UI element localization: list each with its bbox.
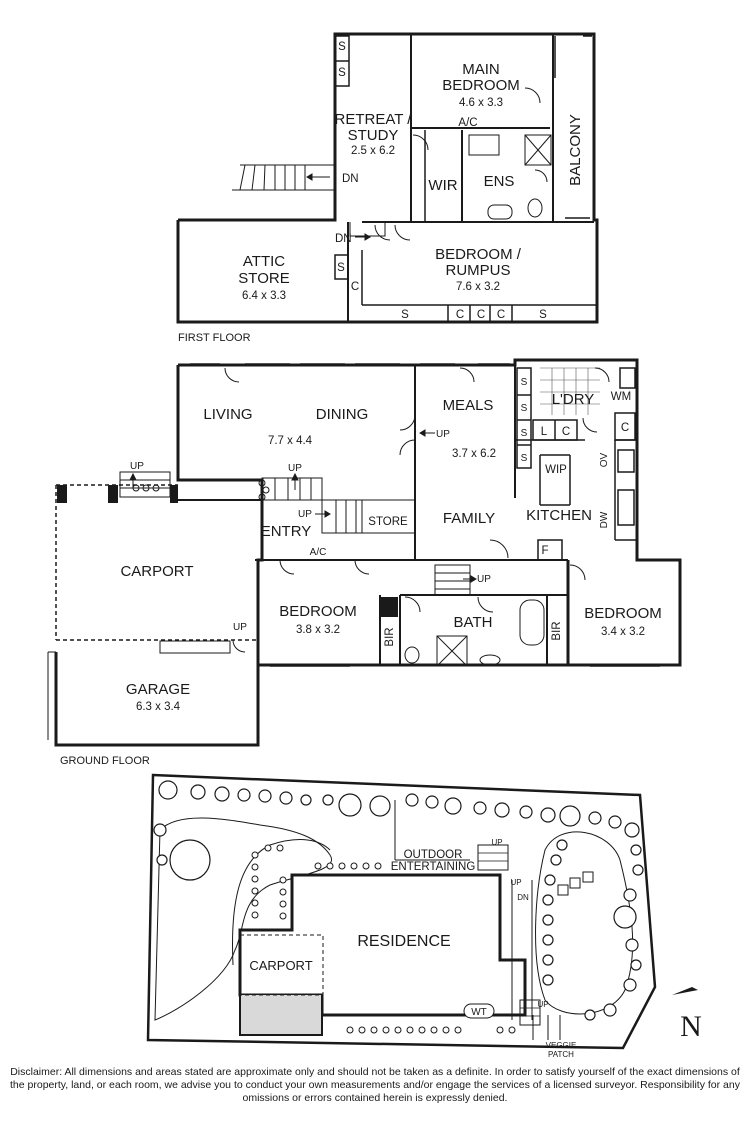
disclaimer-text: Disclaimer: All dimensions and areas sta… xyxy=(10,1066,740,1104)
site-up-1: UP xyxy=(491,838,502,847)
garage-name: GARAGE xyxy=(126,681,190,698)
outdoor-name-2: ENTERTAINING xyxy=(391,861,476,873)
laundry-cupboard-c1: C xyxy=(562,426,570,438)
veggie-patch-1: VEGGIE xyxy=(546,1041,577,1050)
oven-label: OV xyxy=(599,452,610,467)
first-floor-label: FIRST FLOOR xyxy=(178,332,251,344)
ground-floor-label: GROUND FLOOR xyxy=(60,755,150,767)
ground-floor-ac-label: A/C xyxy=(310,547,327,558)
rumpus-name-2: RUMPUS xyxy=(445,262,510,279)
wardrobe-c3: C xyxy=(497,309,505,321)
laundry-cupboard-l: L xyxy=(541,426,548,438)
first-floor xyxy=(176,32,599,324)
fridge-label: F xyxy=(541,545,548,557)
store-name: STORE xyxy=(368,516,408,528)
retreat-dims: 2.5 x 6.2 xyxy=(351,145,395,157)
meals-up-label: UP xyxy=(436,429,450,440)
family-name: FAMILY xyxy=(443,510,495,527)
attic-cupboard-s: S xyxy=(337,262,345,274)
site-plan xyxy=(146,773,698,1050)
wm-label: WM xyxy=(611,391,631,403)
bath-name: BATH xyxy=(454,614,493,631)
pantry-s4: S xyxy=(521,453,528,464)
attic-cupboard-c: C xyxy=(351,281,359,293)
meals-dims: 3.7 x 6.2 xyxy=(452,448,496,460)
laundry-cupboard-c2: C xyxy=(621,422,629,434)
north-label: N xyxy=(680,1010,702,1043)
main-bedroom-name-2: BEDROOM xyxy=(442,77,520,94)
bedroom-right-name: BEDROOM xyxy=(584,605,662,622)
main-bedroom-name-1: MAIN xyxy=(462,61,500,78)
wardrobe-s2: S xyxy=(539,309,547,321)
main-bedroom-dims: 4.6 x 3.3 xyxy=(459,97,503,109)
residence-name: RESIDENCE xyxy=(357,933,450,950)
wir-name: WIR xyxy=(428,177,457,194)
retreat-name-2: STUDY xyxy=(348,127,399,144)
first-floor-dn-2: DN xyxy=(335,233,352,245)
first-floor-dn-1: DN xyxy=(342,173,359,185)
site-up-3: UP xyxy=(537,1000,548,1009)
dining-dims: 7.7 x 4.4 xyxy=(268,435,313,447)
family-up-label: UP xyxy=(477,574,491,585)
entry-up-label: UP xyxy=(288,463,302,474)
entry-name: ENTRY xyxy=(261,523,312,540)
first-floor-ac-label: A/C xyxy=(458,117,477,129)
dishwasher-label: DW xyxy=(599,511,610,528)
retreat-name-1: RETREAT / xyxy=(335,111,413,128)
wip-name: WIP xyxy=(545,464,567,476)
pantry-s1: S xyxy=(521,377,528,388)
garage-up-label: UP xyxy=(233,622,247,633)
ens-name: ENS xyxy=(484,173,515,190)
bedroom-left-dims: 3.8 x 3.2 xyxy=(296,624,340,636)
bir-left-label: BIR xyxy=(384,627,396,646)
site-carport-name: CARPORT xyxy=(249,958,312,973)
stair-arrows xyxy=(129,173,477,583)
rumpus-name-1: BEDROOM / xyxy=(435,246,522,263)
attic-dims: 6.4 x 3.3 xyxy=(242,290,286,302)
bedroom-left-name: BEDROOM xyxy=(279,603,357,620)
kitchen-name: KITCHEN xyxy=(526,507,592,524)
site-dn: DN xyxy=(517,893,529,902)
site-up-2: UP xyxy=(510,878,521,887)
stair-up-label: UP xyxy=(298,509,312,520)
pantry-s3: S xyxy=(521,428,528,439)
balcony-name: BALCONY xyxy=(567,114,584,186)
rumpus-dims: 7.6 x 3.2 xyxy=(456,281,500,293)
retreat-cupboard-s2: S xyxy=(338,67,346,79)
attic-name-1: ATTIC xyxy=(243,253,285,270)
water-tank-label: WT xyxy=(471,1007,487,1018)
bedroom-right-dims: 3.4 x 3.2 xyxy=(601,626,645,638)
bir-right-label: BIR xyxy=(551,621,563,640)
retreat-cupboard-s1: S xyxy=(338,41,346,53)
laundry-name: L'DRY xyxy=(552,391,595,408)
wardrobe-c2: C xyxy=(477,309,485,321)
veggie-patch-2: PATCH xyxy=(548,1050,574,1059)
pantry-s2: S xyxy=(521,403,528,414)
carport-up-label: UP xyxy=(130,461,144,472)
meals-name: MEALS xyxy=(443,397,494,414)
wardrobe-s1: S xyxy=(401,309,409,321)
dining-name: DINING xyxy=(316,406,369,423)
ground-floor xyxy=(47,358,682,747)
wardrobe-c1: C xyxy=(456,309,464,321)
living-name: LIVING xyxy=(203,406,252,423)
attic-name-2: STORE xyxy=(238,270,289,287)
garage-dims: 6.3 x 3.4 xyxy=(136,701,181,713)
carport-name: CARPORT xyxy=(120,563,193,580)
outdoor-name-1: OUTDOOR xyxy=(404,849,463,861)
